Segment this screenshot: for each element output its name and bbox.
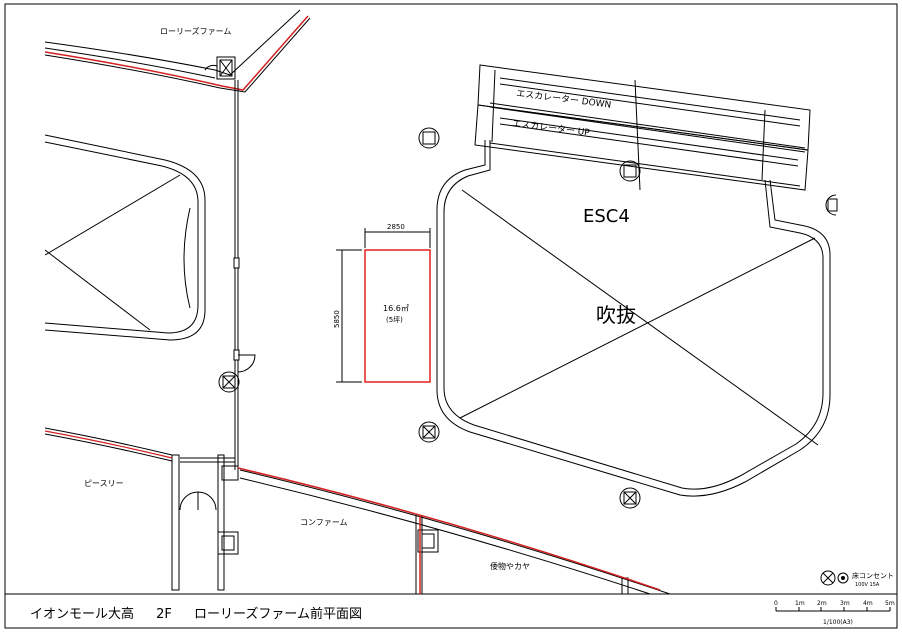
label-laurie-top: ローリーズファーム bbox=[160, 26, 231, 36]
column-esc-left bbox=[418, 127, 440, 149]
scale-tick-5: 5m bbox=[885, 600, 895, 607]
label-escalator-up: エスカレーター UP bbox=[512, 118, 591, 138]
column-void-left bbox=[418, 421, 440, 443]
column-top bbox=[204, 56, 236, 80]
scale-tick-0: 0 bbox=[774, 600, 778, 607]
door-swing bbox=[237, 354, 256, 373]
column-mid-left bbox=[218, 371, 240, 393]
drawing-frame bbox=[4, 3, 898, 629]
scale-tick-3: 3m bbox=[840, 600, 850, 607]
label-esc4: ESC4 bbox=[583, 206, 630, 227]
column-void-bottom bbox=[619, 487, 641, 509]
left-void bbox=[44, 134, 206, 341]
label-void: 吹抜 bbox=[596, 303, 636, 327]
scale-bar bbox=[775, 607, 891, 612]
red-boundary-top bbox=[44, 15, 309, 91]
title-mall: イオンモール大高 bbox=[30, 607, 135, 622]
lower-storefront-wall bbox=[44, 427, 671, 595]
rental-space-area[interactable] bbox=[364, 249, 431, 383]
label-comfarm: コンファーム bbox=[300, 518, 348, 527]
column-esc-mid bbox=[619, 160, 641, 182]
scale-tick-1: 1m bbox=[795, 600, 805, 607]
label-peace-slea: ピースリー bbox=[84, 479, 124, 488]
title-block: イオンモール大高 2F ローリーズファーム前平面図 bbox=[30, 603, 380, 622]
escalators bbox=[474, 64, 811, 191]
red-boundary-left bbox=[44, 430, 173, 459]
area-m2-label: 16.6㎡ bbox=[383, 304, 409, 313]
scale-tick-2: 2m bbox=[817, 600, 827, 607]
top-storefront-wall bbox=[44, 9, 311, 93]
legend-outlet-icon bbox=[820, 570, 849, 586]
dim-width-label: 2850 bbox=[387, 223, 405, 231]
title-floor: 2F bbox=[156, 607, 172, 622]
scale-tick-4: 4m bbox=[863, 600, 873, 607]
column-esc-right bbox=[825, 194, 838, 216]
title-drawing: ローリーズファーム前平面図 bbox=[194, 607, 363, 622]
central-void bbox=[436, 140, 831, 497]
dim-height-label: 5850 bbox=[333, 310, 341, 328]
label-tenant-right: 倭物やカヤ bbox=[490, 561, 530, 571]
red-boundary-lower bbox=[237, 467, 661, 594]
scale-ratio: 1/100(A3) bbox=[823, 619, 853, 626]
vertical-partition bbox=[233, 80, 240, 470]
dimension-lines bbox=[336, 228, 431, 383]
legend-outlet-spec: 100V 15A bbox=[855, 582, 880, 588]
area-tsubo-label: (5坪) bbox=[386, 316, 403, 324]
legend-outlet-label: 床コンセント bbox=[852, 571, 894, 580]
